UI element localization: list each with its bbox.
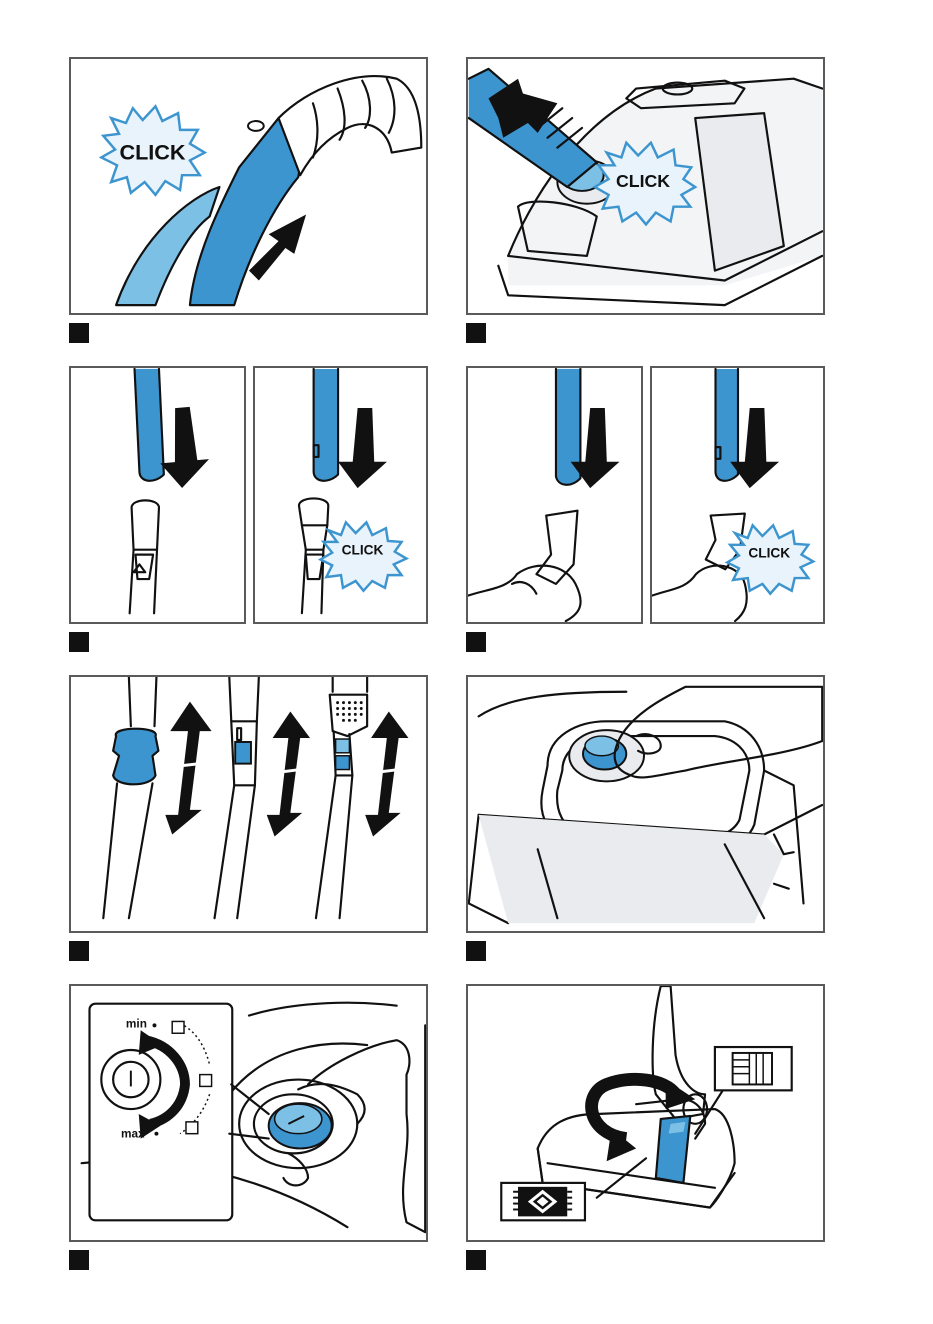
click-text: CLICK: [748, 546, 790, 561]
step-marker-3: [69, 632, 89, 652]
power-dial-illustration: min max: [71, 986, 426, 1240]
step-marker-7: [69, 1250, 89, 1270]
panel-power-dial: min max: [69, 984, 428, 1242]
click-burst-icon: CLICK: [101, 106, 204, 195]
hose-attach-illustration: CLICK: [71, 59, 426, 313]
nozzle-switch-illustration: [468, 986, 823, 1240]
hand-finger: [615, 687, 823, 778]
panel-tube-onto-handle-a: [69, 366, 246, 624]
step-marker-5: [69, 941, 89, 961]
panel-tube-onto-handle-b: CLICK: [253, 366, 428, 624]
step-marker-2: [466, 323, 486, 343]
step-marker-1: [69, 323, 89, 343]
click-text: CLICK: [342, 543, 384, 558]
nozzle-onto-tube-click-illustration: CLICK: [652, 368, 823, 622]
click-text: CLICK: [119, 139, 185, 164]
dial-callout: [90, 1004, 233, 1221]
telescopic-tube-illustration: [71, 677, 426, 931]
double-arrow-icon: [267, 711, 310, 836]
hose-into-body-illustration: CLICK: [468, 59, 823, 313]
click-burst-icon: CLICK: [320, 522, 406, 590]
hard-floor-icon: [513, 1187, 572, 1217]
tube-onto-handle-click-illustration: CLICK: [255, 368, 426, 622]
panel-nozzle-onto-tube-a: [466, 366, 643, 624]
step-marker-4: [466, 632, 486, 652]
release-button: [248, 121, 264, 131]
carpet-icon: [733, 1053, 772, 1085]
panel-telescopic-tube: [69, 675, 428, 933]
panel-power-button: [466, 675, 825, 933]
rug-icon: [186, 1122, 198, 1134]
panel-hose-attach: CLICK: [69, 57, 428, 315]
arrow-down-icon: [156, 406, 212, 490]
carpet-icon: [200, 1075, 212, 1087]
arrow-down-icon: [338, 408, 387, 488]
step-marker-6: [466, 941, 486, 961]
panel-nozzle-switch: [466, 984, 825, 1242]
click-burst-icon: CLICK: [727, 525, 813, 593]
nozzle-onto-tube-illustration: [468, 368, 641, 622]
power-button-illustration: [468, 677, 823, 931]
double-arrow-icon: [365, 711, 408, 836]
panel-hose-into-body: CLICK: [466, 57, 825, 315]
hard-floor-icon: [172, 1021, 184, 1033]
panel-nozzle-onto-tube-b: CLICK: [650, 366, 825, 624]
double-arrow-icon: [165, 702, 211, 835]
step-marker-8: [466, 1250, 486, 1270]
click-text: CLICK: [616, 171, 670, 191]
tube-onto-handle-illustration: [71, 368, 244, 622]
min-label: min: [126, 1016, 147, 1030]
